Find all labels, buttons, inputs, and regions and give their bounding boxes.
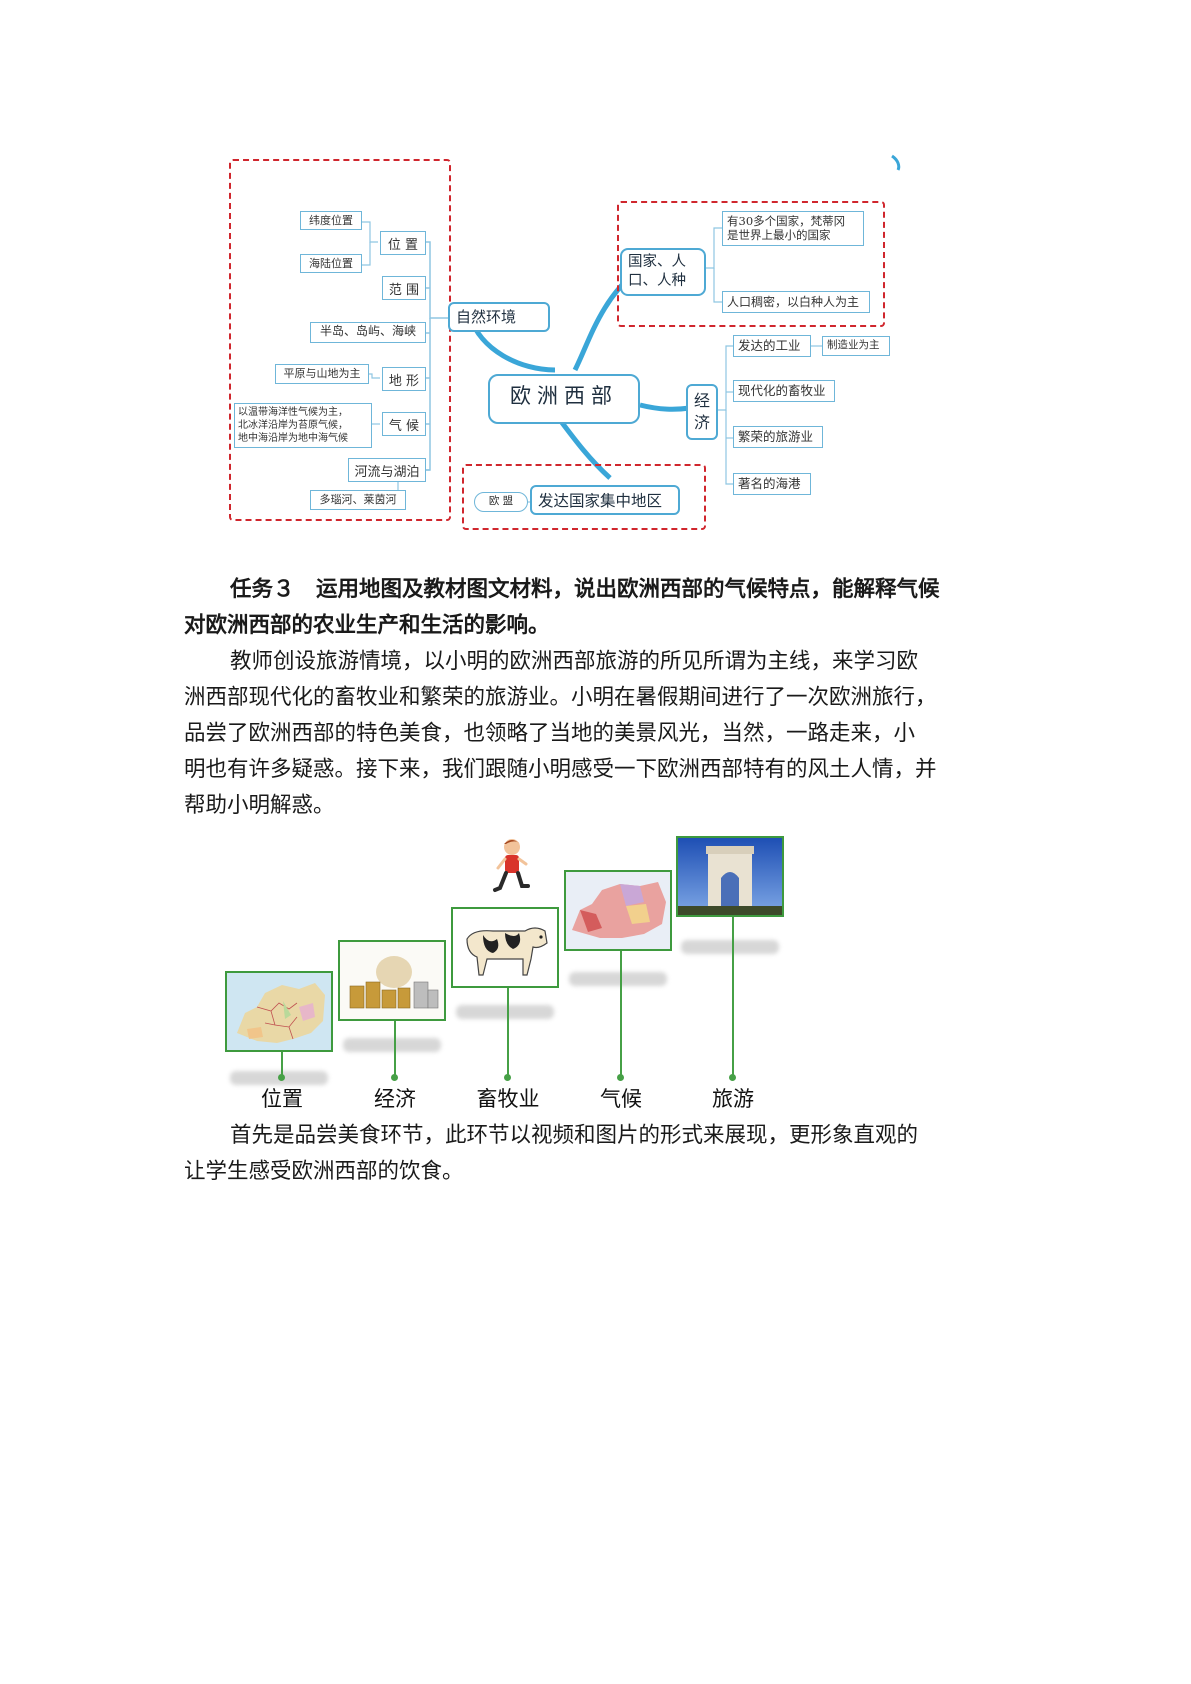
economy-node: 经 济 bbox=[686, 384, 718, 440]
climate-map-image bbox=[564, 870, 672, 951]
climate-map-icon bbox=[566, 872, 670, 949]
population-label-line: 国家、人 bbox=[628, 254, 686, 270]
population-node: 国家、人 口、人种 bbox=[620, 248, 706, 296]
europe-map-icon bbox=[227, 973, 331, 1050]
paragraph-line: 明也有许多疑惑。接下来，我们跟随小明感受一下欧洲西部特有的风土人情，并 bbox=[184, 757, 937, 782]
intro-paragraph: 教师创设旅游情境，以小明的欧洲西部旅游的所见所谓为主线，来学习欧 洲西部现代化的… bbox=[184, 644, 1024, 824]
mind-map-center: 欧洲西部 bbox=[488, 374, 640, 424]
step-label-economy: 经济 bbox=[374, 1087, 416, 1111]
cow-image bbox=[451, 907, 559, 988]
peninsula-node: 半岛、岛屿、海峡 bbox=[310, 322, 426, 343]
step-dot bbox=[278, 1074, 285, 1081]
paragraph-line: 教师创设旅游情境，以小明的欧洲西部旅游的所见所谓为主线，来学习欧 bbox=[230, 649, 919, 674]
arc-de-triomphe-icon bbox=[678, 838, 782, 915]
task-heading-line: 对欧洲西部的农业生产和生活的影响。 bbox=[184, 613, 550, 638]
task-heading-line: 任务３ 运用地图及教材图文材料，说出欧洲西部的气候特点，能解释气候 bbox=[230, 577, 940, 602]
running-boy-icon bbox=[493, 839, 530, 892]
rivers-node: 河流与湖泊 bbox=[348, 458, 426, 482]
seaport-node: 著名的海港 bbox=[733, 473, 811, 495]
paragraph-line: 帮助小明解惑。 bbox=[184, 793, 335, 818]
coins-image bbox=[338, 940, 446, 1021]
paragraph-line: 洲西部现代化的畜牧业和繁荣的旅游业。小明在暑假期间进行了一次欧洲旅行， bbox=[184, 685, 937, 710]
rivers-detail-node: 多瑙河、莱茵河 bbox=[310, 490, 406, 510]
blurred-caption bbox=[681, 940, 779, 954]
step-dot bbox=[504, 1074, 511, 1081]
countries-detail-node: 有30多个国家，梵蒂冈 是世界上最小的国家 bbox=[722, 211, 864, 246]
climate-detail-line: 以温带海洋性气候为主， bbox=[238, 407, 348, 418]
climate-detail-node: 以温带海洋性气候为主， 北冰洋沿岸为苔原气候， 地中海沿岸为地中海气候 bbox=[234, 403, 372, 448]
blurred-caption bbox=[343, 1038, 441, 1052]
blurred-caption bbox=[456, 1005, 554, 1019]
step-dot bbox=[617, 1074, 624, 1081]
arc-de-triomphe-image bbox=[676, 836, 784, 917]
economy-label-line: 济 bbox=[693, 413, 710, 432]
step-dot bbox=[729, 1074, 736, 1081]
industry-node: 发达的工业 bbox=[733, 335, 811, 357]
eu-note-node: 欧 盟 bbox=[474, 492, 528, 512]
step-connector bbox=[394, 1021, 396, 1077]
climate-node: 气 候 bbox=[382, 412, 426, 436]
step-label-tourism: 旅游 bbox=[712, 1087, 754, 1111]
closing-paragraph: 首先是品尝美食环节，此环节以视频和图片的形式来展现，更形象直观的 让学生感受欧洲… bbox=[184, 1118, 1024, 1190]
natural-environment-node: 自然环境 bbox=[448, 302, 550, 332]
paragraph-line: 让学生感受欧洲西部的饮食。 bbox=[184, 1159, 464, 1184]
economy-label-line: 经 bbox=[693, 391, 710, 410]
step-label-location: 位置 bbox=[261, 1087, 303, 1111]
industry-note-node: 制造业为主 bbox=[822, 336, 890, 356]
cow-icon bbox=[453, 909, 557, 986]
step-connector bbox=[732, 917, 734, 1077]
population-highlight bbox=[617, 201, 885, 327]
coins-icon bbox=[340, 942, 444, 1019]
task-heading: 任务３ 运用地图及教材图文材料，说出欧洲西部的气候特点，能解释气候 对欧洲西部的… bbox=[184, 572, 1024, 644]
latitude-position-node: 纬度位置 bbox=[300, 211, 362, 230]
livestock-node: 现代化的畜牧业 bbox=[733, 380, 835, 402]
climate-detail-line: 北冰洋沿岸为苔原气候， bbox=[238, 420, 348, 431]
tourism-node: 繁荣的旅游业 bbox=[733, 426, 823, 448]
step-connector bbox=[281, 1052, 283, 1076]
europe-map-image bbox=[225, 971, 333, 1052]
developed-region-highlight bbox=[462, 464, 706, 530]
population-label-line: 口、人种 bbox=[628, 273, 686, 289]
paragraph-line: 品尝了欧洲西部的特色美食，也领略了当地的美景风光，当然，一路走来，小 bbox=[184, 721, 916, 746]
step-label-livestock: 畜牧业 bbox=[476, 1087, 540, 1111]
race-detail-node: 人口稠密，以白种人为主 bbox=[722, 291, 870, 313]
step-connector bbox=[507, 988, 509, 1077]
climate-detail-line: 地中海沿岸为地中海气候 bbox=[238, 433, 348, 444]
location-node: 位 置 bbox=[380, 231, 426, 255]
step-label-climate: 气候 bbox=[600, 1087, 642, 1111]
countries-detail-line: 是世界上最小的国家 bbox=[727, 228, 831, 242]
step-connector bbox=[620, 951, 622, 1077]
terrain-detail-node: 平原与山地为主 bbox=[275, 364, 369, 384]
countries-detail-line: 有30多个国家，梵蒂冈 bbox=[727, 214, 846, 228]
blurred-caption bbox=[569, 972, 667, 986]
developed-region-node: 发达国家集中地区 bbox=[530, 485, 680, 515]
mind-map: 欧洲西部 自然环境 纬度位置 海陆位置 位 置 范 围 半岛、岛屿、海峡 平原与… bbox=[0, 0, 1191, 560]
natural-environment-highlight bbox=[229, 159, 451, 521]
mind-map-connectors bbox=[358, 154, 901, 503]
land-sea-position-node: 海陆位置 bbox=[300, 254, 362, 273]
step-dot bbox=[391, 1074, 398, 1081]
terrain-node: 地 形 bbox=[382, 367, 426, 391]
range-node: 范 围 bbox=[382, 276, 426, 300]
paragraph-line: 首先是品尝美食环节，此环节以视频和图片的形式来展现，更形象直观的 bbox=[230, 1123, 919, 1148]
